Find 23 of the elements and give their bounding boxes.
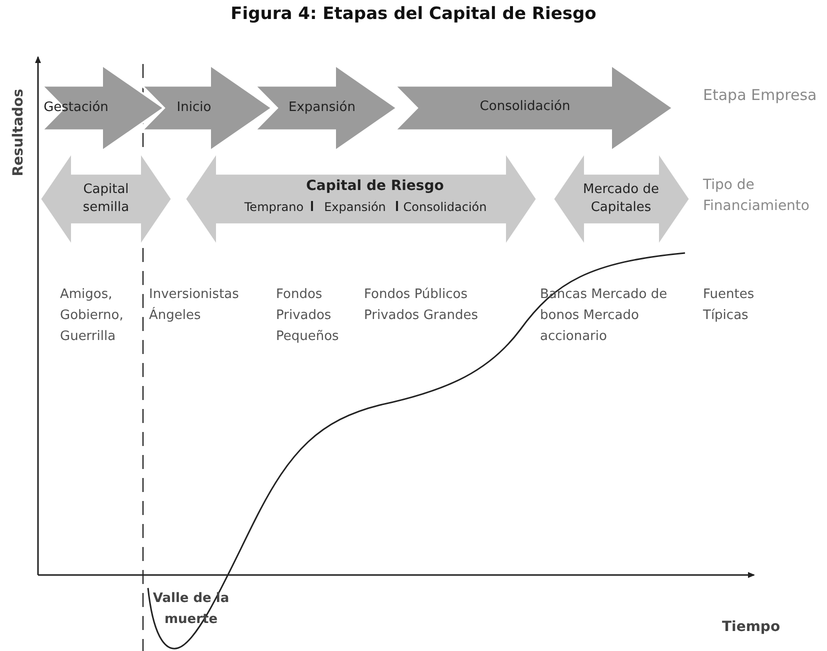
arrow-label: Inicio [176, 99, 212, 117]
source-text: Amigos, Gobierno, Guerrilla [60, 286, 124, 346]
source-text: Inversionistas Ángeles [149, 286, 240, 325]
axis-title: Resultados [10, 88, 28, 178]
axis-title: Tiempo [722, 618, 782, 637]
source-text: Fondos Privados Pequeños [276, 286, 340, 346]
arrow-label: Capital de Riesgo [306, 177, 444, 195]
source-text: Fondos Públicos Privados Grandes [364, 286, 479, 325]
sub-stage-label: Consolidación [403, 199, 487, 216]
row-label: Fuentes Típicas [703, 286, 756, 325]
arrow-label: Consolidación [480, 98, 570, 116]
arrow-label: Mercado de Capitales [582, 181, 660, 217]
stage-chevron-banner [42, 65, 164, 151]
row-label: Etapa Empresa [703, 85, 818, 106]
sub-stage-label: Expansión [324, 199, 386, 216]
row-label: Tipo de Financiamiento [703, 176, 810, 216]
sub-stage-label: Temprano [244, 199, 304, 216]
stage-chevron-banner [142, 65, 272, 151]
stage-chevron-banner [255, 65, 397, 151]
arrow-label: Expansión [288, 99, 356, 117]
stage-chevron-banner [395, 65, 673, 151]
arrow-label: Capital semilla [82, 181, 130, 217]
title: Figura 4: Etapas del Capital de Riesgo [230, 4, 598, 24]
